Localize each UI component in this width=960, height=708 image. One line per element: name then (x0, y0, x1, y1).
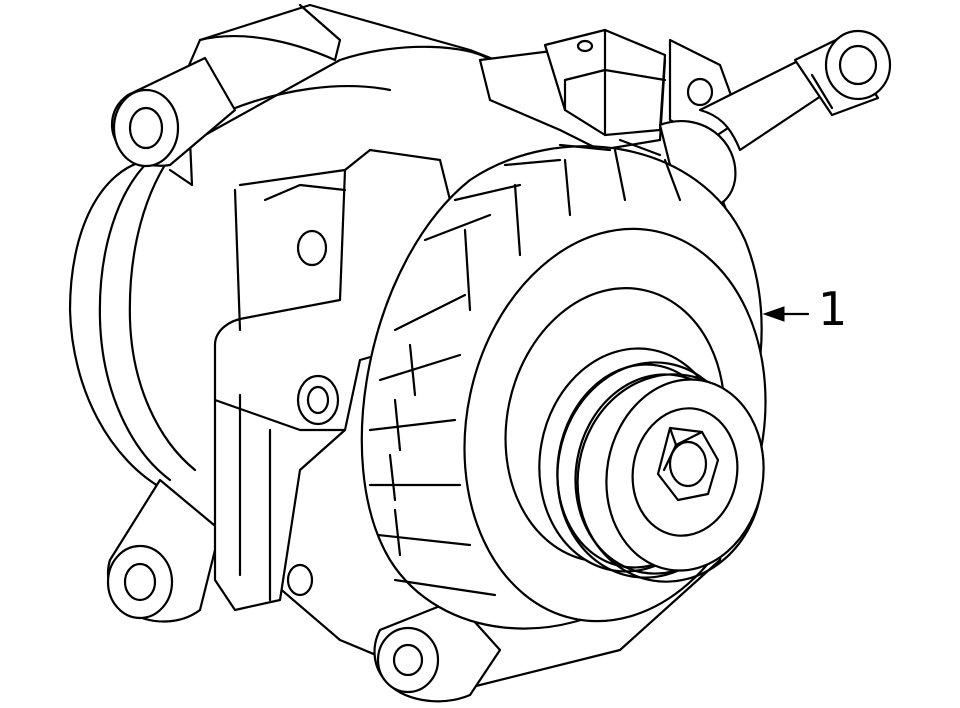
mount-boss-upper-left (110, 56, 237, 168)
mount-boss-lower-left (106, 478, 222, 623)
pulley-nut (656, 426, 720, 502)
mount-boss-bottom (373, 598, 502, 703)
callout-1-leader (762, 306, 810, 322)
callout-1-label: 1 (818, 282, 848, 336)
callout-1-arrowhead (762, 306, 785, 322)
